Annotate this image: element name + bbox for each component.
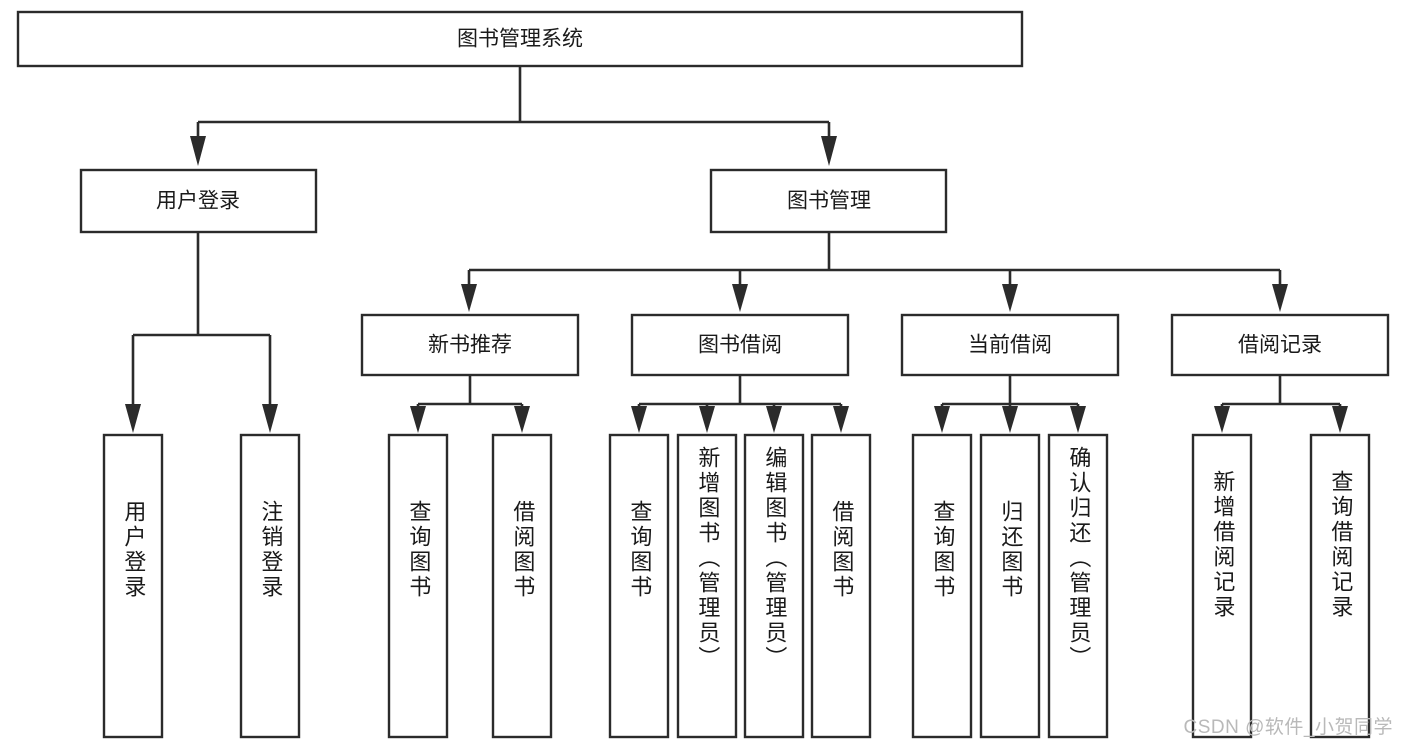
arrow-bookborrow-leaf4 (833, 406, 849, 433)
arrow-bookborrow-leaf3 (766, 406, 782, 433)
node-box-leaf-new-book-2[interactable] (491, 433, 553, 739)
node-box-leaf-borrow-record-1[interactable] (1191, 433, 1253, 739)
arrow-borrowrecord-leaf1 (1214, 406, 1230, 433)
arrow-newbook-leaf1 (410, 406, 426, 433)
node-box-leaf-user-login-1[interactable] (102, 433, 164, 739)
node-box-new-book-recommend[interactable] (360, 313, 580, 377)
node-box-borrow-record[interactable] (1170, 313, 1390, 377)
node-box-leaf-book-borrow-2[interactable] (676, 433, 738, 739)
node-box-leaf-book-borrow-3[interactable] (743, 433, 805, 739)
node-box-leaf-new-book-1[interactable] (387, 433, 449, 739)
node-box-leaf-user-login-2[interactable] (239, 433, 301, 739)
arrow-currentborrow-leaf1 (934, 406, 950, 433)
node-label-new-book-recommend: 新书推荐 (428, 334, 512, 357)
arrow-to-book-mgmt (821, 136, 837, 166)
arrow-to-borrow-record (1272, 284, 1288, 312)
node-box-leaf-borrow-record-2[interactable] (1309, 433, 1371, 739)
node-label-borrow-record: 借阅记录 (1238, 334, 1322, 357)
arrow-borrowrecord-leaf2 (1332, 406, 1348, 433)
arrow-bookborrow-leaf1 (631, 406, 647, 433)
node-box-leaf-current-borrow-2[interactable] (979, 433, 1041, 739)
node-box-book-management[interactable] (709, 168, 948, 234)
node-box-book-borrow[interactable] (630, 313, 850, 377)
node-label-current-borrow: 当前借阅 (968, 334, 1052, 357)
arrow-currentborrow-leaf2 (1002, 406, 1018, 433)
node-label-user-login: 用户登录 (156, 190, 240, 213)
node-box-leaf-book-borrow-4[interactable] (810, 433, 872, 739)
node-layer: 图书管理系统 用户登录 图书管理 新书推荐 图书借阅 当前借阅 借阅记录 (16, 10, 1390, 739)
arrow-to-current-borrow (1002, 284, 1018, 312)
arrow-userlogin-leaf1 (125, 404, 141, 433)
node-label-book-borrow: 图书借阅 (698, 334, 782, 357)
arrow-to-book-borrow (732, 284, 748, 312)
node-box-leaf-current-borrow-1[interactable] (911, 433, 973, 739)
arrow-currentborrow-leaf3 (1070, 406, 1086, 433)
arrow-to-user-login (190, 136, 206, 166)
arrow-userlogin-leaf2 (262, 404, 278, 433)
node-box-leaf-current-borrow-3[interactable] (1047, 433, 1109, 739)
node-label-root: 图书管理系统 (457, 28, 583, 51)
node-box-root[interactable] (16, 10, 1024, 68)
node-box-user-login[interactable] (79, 168, 318, 234)
arrow-to-new-book (461, 284, 477, 312)
connector-layer (125, 66, 1348, 433)
node-label-book-management: 图书管理 (787, 190, 871, 213)
node-box-current-borrow[interactable] (900, 313, 1120, 377)
arrow-bookborrow-leaf2 (699, 406, 715, 433)
node-box-leaf-book-borrow-1[interactable] (608, 433, 670, 739)
arrow-newbook-leaf2 (514, 406, 530, 433)
